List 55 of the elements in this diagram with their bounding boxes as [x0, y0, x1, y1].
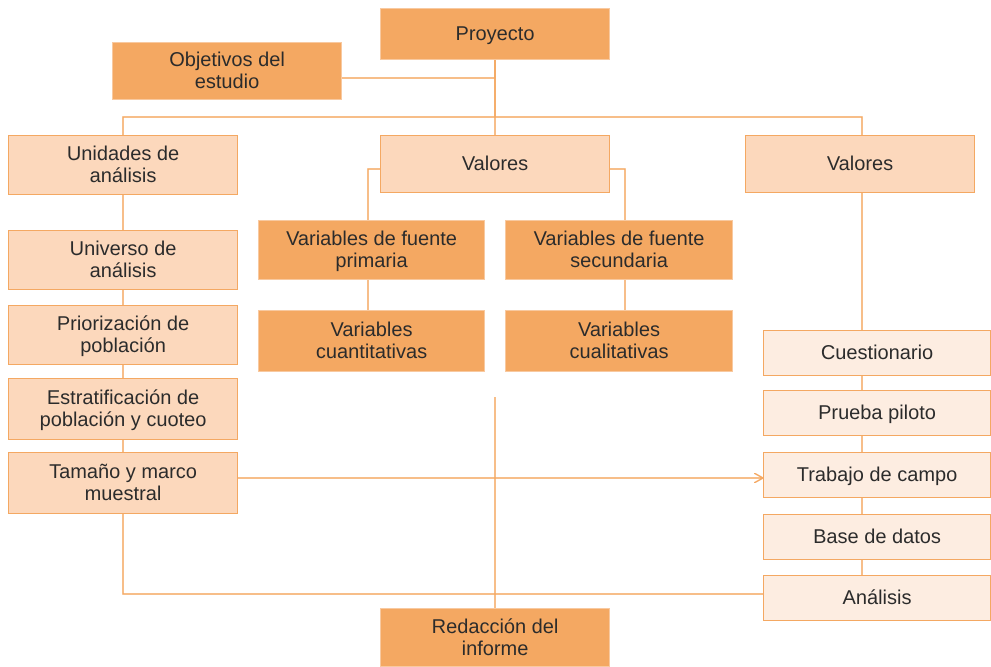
process-box [8, 230, 238, 290]
box-label: Prueba piloto [818, 402, 936, 424]
connector-line [861, 498, 863, 514]
box-label: Unidades de análisis [66, 143, 180, 187]
process-box [8, 305, 238, 365]
process-box [112, 42, 342, 100]
box-label: Tamaño y marco muestral [48, 461, 198, 505]
box-label: Análisis [842, 587, 912, 609]
box-label: Variables de fuente secundaria [532, 228, 706, 272]
process-box [8, 452, 238, 514]
process-box [380, 135, 610, 193]
connector-line [494, 397, 496, 608]
process-box [380, 608, 610, 667]
process-box [763, 390, 991, 436]
connector-line [861, 560, 863, 575]
connector-line [861, 376, 863, 390]
box-label: Variables cualitativas [568, 319, 670, 363]
process-box [8, 135, 238, 195]
process-box [380, 8, 610, 60]
arrow [238, 472, 764, 484]
box-label: Priorización de población [56, 313, 190, 357]
box-label: Cuestionario [820, 342, 934, 364]
connector-line [367, 168, 380, 220]
process-box [505, 220, 733, 280]
process-box [258, 310, 485, 372]
connector-line [494, 60, 863, 135]
connector-line [367, 280, 369, 310]
box-label: Estratificación de población y cuoteo [38, 387, 208, 431]
connector-line [122, 195, 124, 230]
process-box [8, 378, 238, 440]
connector-line [122, 514, 763, 595]
process-box [745, 135, 975, 193]
box-label: Proyecto [456, 23, 534, 45]
process-box [505, 310, 733, 372]
box-label: Redacción del informe [430, 616, 560, 660]
box-label: Valores [462, 153, 528, 175]
box-label: Variables cuantitativas [314, 319, 428, 363]
connector-line [122, 365, 124, 378]
process-box [763, 330, 991, 376]
box-label: Trabajo de campo [796, 464, 958, 486]
box-label: Base de datos [813, 526, 941, 548]
process-box [258, 220, 485, 280]
connector-line [610, 168, 626, 220]
connector-line [861, 436, 863, 452]
connector-line [122, 290, 124, 305]
connector-line [861, 193, 863, 330]
box-label: Variables de fuente primaria [285, 228, 458, 272]
process-box [763, 514, 991, 560]
connector-line [122, 440, 124, 452]
box-label: Objetivos del estudio [168, 49, 286, 93]
process-box [763, 575, 991, 621]
box-label: Universo de análisis [68, 238, 178, 282]
connector-line [624, 280, 626, 310]
box-label: Valores [826, 153, 894, 175]
process-box [763, 452, 991, 498]
